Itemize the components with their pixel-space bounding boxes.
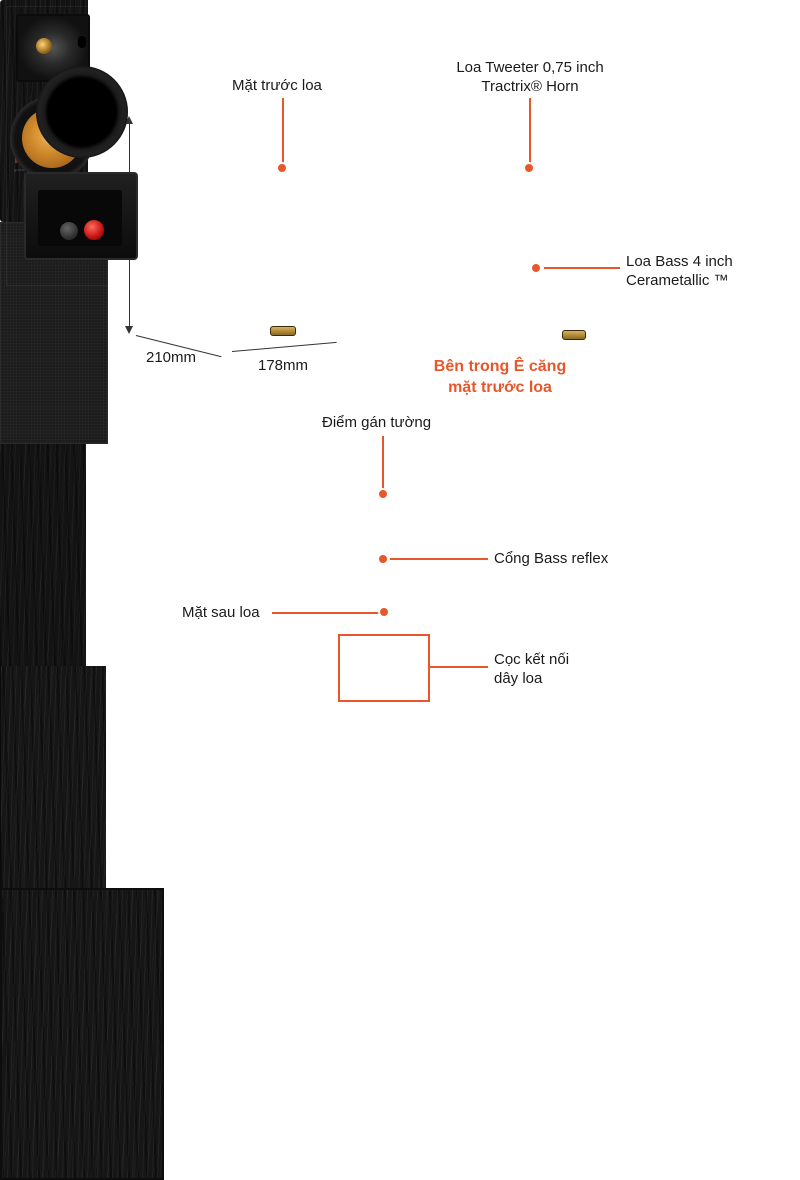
bass-reflex-marker bbox=[377, 553, 389, 565]
woofer-leader bbox=[544, 267, 620, 269]
terminal-label-line1: Cọc kết nối bbox=[494, 651, 570, 668]
rear-panel-bevel bbox=[6, 6, 156, 286]
tweeter-label-line1: Loa Tweeter 0,75 inch bbox=[456, 59, 604, 76]
tweeter-leader bbox=[529, 98, 531, 168]
inside-caption-line1: Bên trong Ê căng bbox=[433, 358, 567, 375]
bare-speaker-side bbox=[0, 444, 86, 666]
bass-reflex-label: Cổng Bass reflex bbox=[494, 550, 609, 567]
terminal-label: Cọc kết nối dây loa bbox=[494, 650, 569, 688]
wall-mount-leader bbox=[382, 436, 384, 490]
woofer-label-line2: Cerametallic ™ bbox=[626, 272, 729, 289]
tweeter-dome bbox=[36, 38, 52, 54]
tweeter-label-line2: Tractrix® Horn bbox=[481, 78, 579, 95]
bare-speaker-front bbox=[0, 14, 106, 888]
woofer-label-line1: Loa Bass 4 inch bbox=[626, 253, 733, 270]
tweeter-marker bbox=[523, 162, 535, 174]
front-grille-label: Mặt trước loa bbox=[232, 77, 322, 94]
terminal-recess bbox=[38, 190, 122, 246]
back-label: Mặt sau loa bbox=[182, 604, 260, 621]
wall-mount-hole bbox=[78, 36, 86, 48]
width-dimension-label: 178mm bbox=[258, 357, 309, 374]
terminal-label-line2: dây loa bbox=[494, 670, 543, 687]
front-logo-badge bbox=[270, 326, 296, 336]
rear-speaker-cabinet bbox=[0, 6, 164, 1180]
bass-reflex-leader bbox=[390, 558, 488, 560]
bass-reflex-flange bbox=[36, 66, 128, 158]
woofer-label: Loa Bass 4 inch Cerametallic ™ bbox=[626, 252, 733, 290]
bare-logo-badge bbox=[562, 330, 586, 340]
inside-caption-line2: mặt trước loa bbox=[448, 379, 552, 396]
black-terminal-post bbox=[60, 222, 78, 240]
depth-dimension-label: 210mm bbox=[146, 349, 197, 366]
tweeter-label: Loa Tweeter 0,75 inch Tractrix® Horn bbox=[440, 58, 620, 96]
height-arrow-bottom-icon bbox=[125, 326, 133, 334]
woofer-marker bbox=[530, 262, 542, 274]
terminal-leader bbox=[430, 666, 488, 668]
front-grille-leader bbox=[282, 98, 284, 166]
inside-caption: Bên trong Ê căng mặt trước loa bbox=[410, 356, 590, 398]
width-dimension-line bbox=[231, 341, 337, 352]
terminal-highlight-frame bbox=[338, 634, 430, 702]
wall-mount-marker bbox=[377, 488, 389, 500]
wall-mount-label: Điểm gán tường bbox=[322, 414, 432, 431]
height-arrow-top-icon bbox=[125, 116, 133, 124]
red-terminal-post bbox=[84, 220, 104, 240]
back-marker bbox=[378, 606, 390, 618]
back-leader bbox=[272, 612, 380, 614]
front-grille-marker bbox=[276, 162, 288, 174]
